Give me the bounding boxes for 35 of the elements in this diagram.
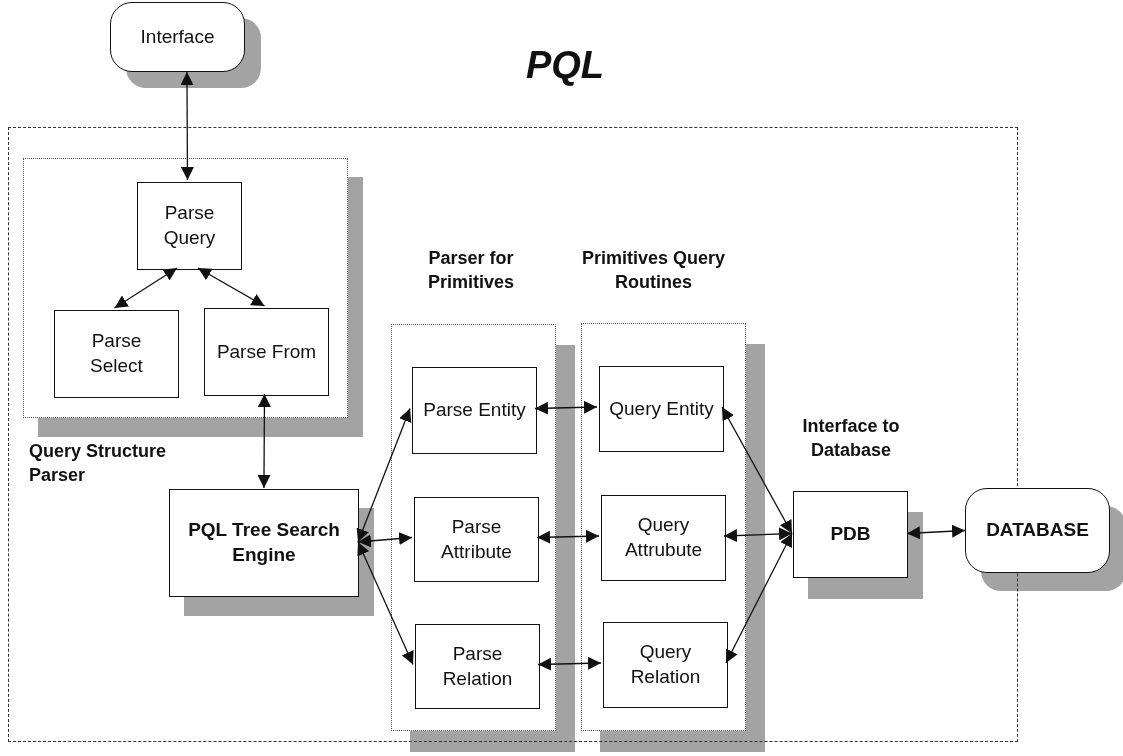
process-box: Parse Relation [415,624,540,709]
connector-arrow [534,400,598,415]
process-box: Parse Attribute [414,497,539,582]
component-caption: Interface to Database [801,415,901,463]
connector-arrow [357,532,413,548]
group-heading: Query Structure Parser [29,440,168,488]
connector-arrow [723,527,793,542]
connector-arrow [257,393,271,489]
connector-arrow [180,71,194,181]
connector-arrow [113,267,178,309]
group-heading: Parser for Primitives [426,247,515,295]
process-box: Query Entity [599,366,724,452]
module-group [581,323,746,731]
connector-arrow [725,532,793,664]
group-heading: Primitives Query Routines [580,247,727,295]
terminal-box: Interface [110,2,245,72]
process-box: Parse From [204,308,329,396]
connector-arrow [537,656,602,671]
connector-arrow [721,406,793,535]
connector-arrow [906,524,966,540]
process-box: Query Attrubute [601,495,726,581]
system-heading: PQL [524,43,606,88]
module-group [23,158,348,418]
connector-arrow [357,541,414,666]
connector-arrow [356,407,412,543]
process-box: Parse Entity [412,367,537,454]
process-box: PQL Tree Search Engine [169,489,359,597]
module-group [391,324,556,731]
terminal-box: DATABASE [965,488,1110,573]
process-box: PDB [793,491,908,578]
process-box: Parse Query [137,182,242,270]
process-box: Query Relation [603,622,728,708]
connector-arrow [536,529,600,544]
connector-arrow [197,267,266,307]
process-box: Parse Select [54,310,179,398]
